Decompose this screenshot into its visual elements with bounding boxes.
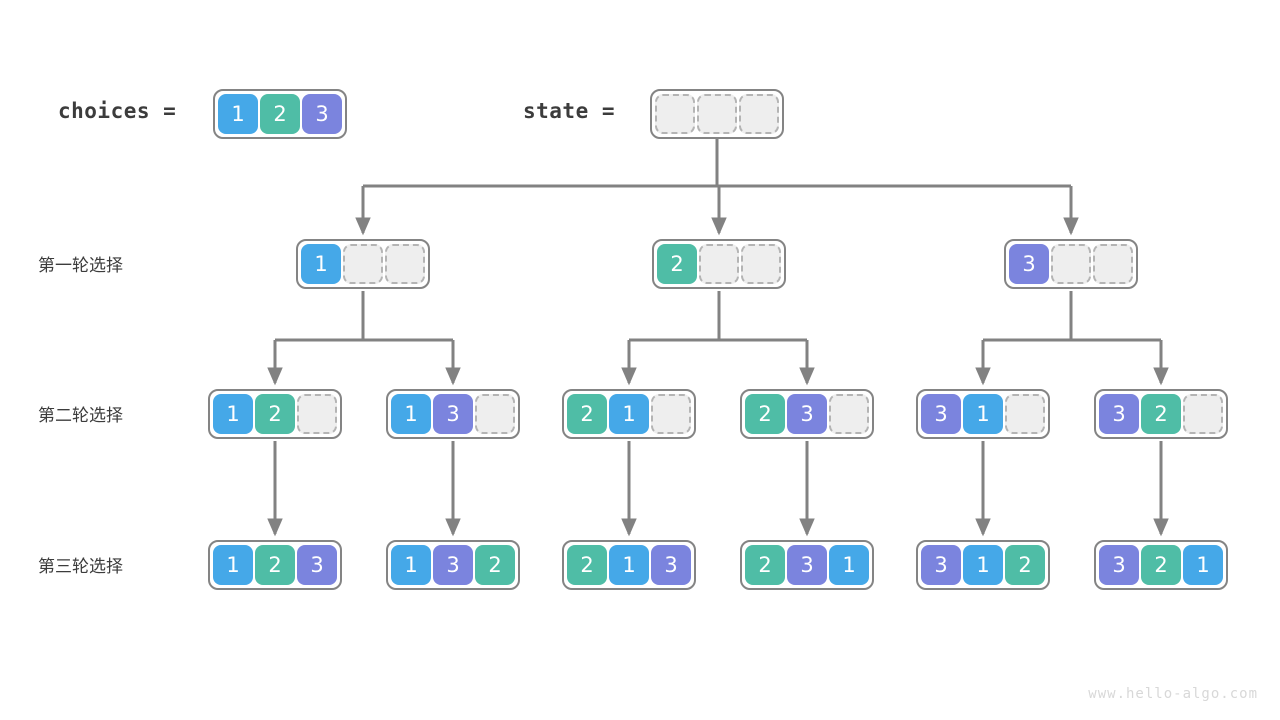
node-L2-5-cell-0: 3	[921, 394, 961, 434]
choices-cell-2: 3	[302, 94, 342, 134]
node-L3-1-cell-0: 1	[213, 545, 253, 585]
node-L2-1-cell-2	[297, 394, 337, 434]
node-L1-3-cell-0: 3	[1009, 244, 1049, 284]
node-L1-1-cell-0: 1	[301, 244, 341, 284]
row-label-round-1: 第一轮选择	[38, 256, 123, 276]
node-L3-3-cell-2: 3	[651, 545, 691, 585]
node-L2-6-cell-1: 2	[1141, 394, 1181, 434]
node-L3-1-cell-1: 2	[255, 545, 295, 585]
node-L3-2-cell-1: 3	[433, 545, 473, 585]
node-L2-6-cell-2	[1183, 394, 1223, 434]
node-L1-3-cell-1	[1051, 244, 1091, 284]
node-L2-5-cell-2	[1005, 394, 1045, 434]
node-L2-2-cell-2	[475, 394, 515, 434]
node-L3-4-cell-2: 1	[829, 545, 869, 585]
array-node-L1-2: 2	[652, 239, 786, 289]
node-L3-5-cell-0: 3	[921, 545, 961, 585]
array-node-L1-3: 3	[1004, 239, 1138, 289]
node-L1-1-cell-1	[343, 244, 383, 284]
node-L2-3-cell-2	[651, 394, 691, 434]
node-L2-4-cell-1: 3	[787, 394, 827, 434]
node-L2-4-cell-0: 2	[745, 394, 785, 434]
node-L2-2-cell-1: 3	[433, 394, 473, 434]
node-L2-3-cell-0: 2	[567, 394, 607, 434]
row-label-round-3: 第三轮选择	[38, 557, 123, 577]
watermark: www.hello-algo.com	[1088, 686, 1258, 702]
node-L2-3-cell-1: 1	[609, 394, 649, 434]
node-L1-2-cell-2	[741, 244, 781, 284]
state-label: state =	[523, 99, 616, 123]
node-L3-4-cell-1: 3	[787, 545, 827, 585]
node-L2-6-cell-0: 3	[1099, 394, 1139, 434]
node-L3-6-cell-1: 2	[1141, 545, 1181, 585]
state-cell-2	[739, 94, 779, 134]
node-L3-6-cell-0: 3	[1099, 545, 1139, 585]
node-L2-4-cell-2	[829, 394, 869, 434]
node-L2-5-cell-1: 1	[963, 394, 1003, 434]
node-L1-1-cell-2	[385, 244, 425, 284]
node-L3-1-cell-2: 3	[297, 545, 337, 585]
node-L3-3-cell-1: 1	[609, 545, 649, 585]
choices-cell-1: 2	[260, 94, 300, 134]
node-L3-4-cell-0: 2	[745, 545, 785, 585]
state-cell-1	[697, 94, 737, 134]
node-L2-2-cell-0: 1	[391, 394, 431, 434]
node-L2-1-cell-0: 1	[213, 394, 253, 434]
node-L1-2-cell-0: 2	[657, 244, 697, 284]
node-L3-5-cell-2: 2	[1005, 545, 1045, 585]
node-L3-5-cell-1: 1	[963, 545, 1003, 585]
choices-cell-0: 1	[218, 94, 258, 134]
row-label-round-2: 第二轮选择	[38, 406, 123, 426]
node-L1-3-cell-2	[1093, 244, 1133, 284]
node-L3-6-cell-2: 1	[1183, 545, 1223, 585]
state-cell-0	[655, 94, 695, 134]
node-L2-1-cell-1: 2	[255, 394, 295, 434]
node-L3-2-cell-2: 2	[475, 545, 515, 585]
choices-label: choices =	[58, 99, 177, 123]
node-L1-2-cell-1	[699, 244, 739, 284]
node-L3-2-cell-0: 1	[391, 545, 431, 585]
array-node-L1-1: 1	[296, 239, 430, 289]
state-array	[650, 89, 784, 139]
node-L3-3-cell-0: 2	[567, 545, 607, 585]
